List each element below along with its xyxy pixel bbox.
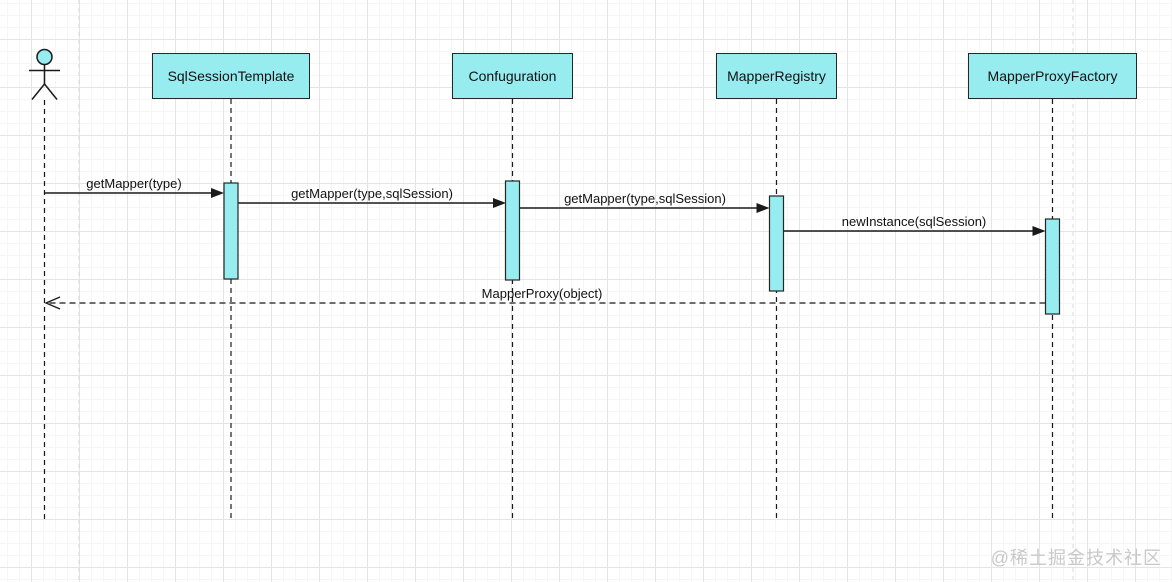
juejin-watermark: @稀土掘金技术社区 [990, 548, 1162, 568]
actor-figure [29, 48, 60, 100]
participant-box-confuguration: Confuguration [452, 53, 573, 99]
activation-bar-mapperregistry [768, 195, 785, 292]
participant-label: Confuguration [468, 68, 557, 84]
message-label-getmapper-type: getMapper(type) [86, 176, 182, 191]
message-arrow-getmapper-type [44, 188, 224, 198]
participant-box-mapperregistry: MapperRegistry [716, 53, 837, 99]
participant-box-sqlsessiontemplate: SqlSessionTemplate [152, 53, 310, 99]
message-arrow-getmapper-type-sqlsession-1 [238, 198, 506, 208]
participant-label: SqlSessionTemplate [167, 68, 295, 84]
arrowhead-open [44, 296, 61, 310]
participant-label: MapperRegistry [727, 68, 826, 84]
activation-bar-confuguration [504, 180, 521, 281]
message-arrow-newinstance [783, 226, 1046, 236]
arrowhead-filled [493, 198, 506, 208]
message-label-newinstance: newInstance(sqlSession) [841, 214, 987, 229]
participant-label: MapperProxyFactory [987, 68, 1118, 84]
activation-bar-mapperproxyfactory [1044, 218, 1061, 315]
message-label-getmapper-type-sqlsession-1: getMapper(type,sqlSession) [291, 186, 453, 201]
arrowhead-filled [1032, 226, 1046, 236]
actor-head [36, 48, 53, 66]
arrowhead-filled [211, 188, 224, 198]
message-label-mapperproxy-return: MapperProxy(object) [481, 286, 603, 301]
arrowhead-filled [756, 203, 770, 213]
message-label-getmapper-type-sqlsession-2: getMapper(type,sqlSession) [564, 191, 726, 206]
message-arrow-getmapper-type-sqlsession-2 [520, 203, 770, 213]
return-arrow-mapperproxy [44, 296, 1046, 310]
participant-box-mapperproxyfactory: MapperProxyFactory [968, 53, 1137, 99]
activation-bar-sqlsessiontemplate [223, 182, 239, 280]
